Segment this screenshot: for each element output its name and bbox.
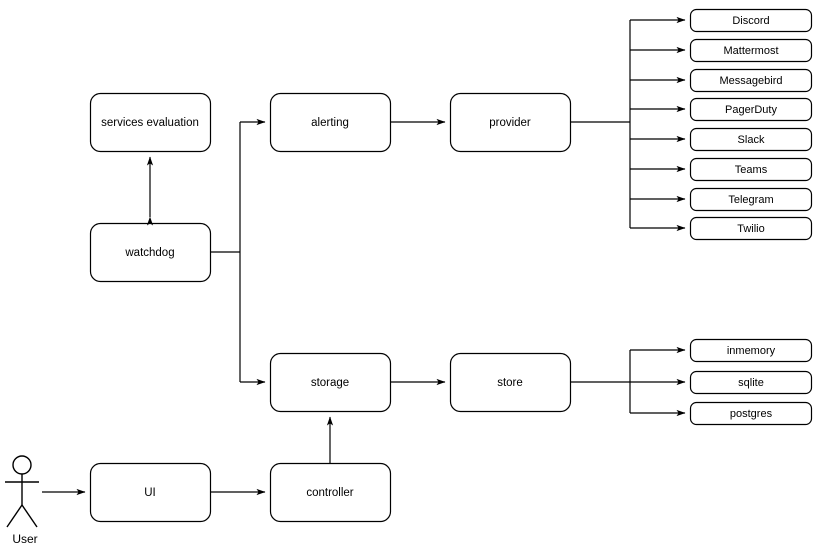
leaf-label: Mattermost — [723, 45, 778, 57]
actor-user[interactable]: User — [5, 455, 39, 546]
leaf-box[interactable] — [689, 68, 813, 93]
node-label: provider — [489, 117, 531, 129]
node-ui[interactable]: UI — [89, 462, 212, 523]
leaf-label: Slack — [738, 134, 765, 146]
node-store[interactable]: store — [449, 352, 572, 413]
actor-label: User — [12, 532, 37, 546]
leaf-box[interactable] — [689, 157, 813, 182]
leaf-postgres[interactable]: postgres — [689, 401, 813, 426]
leaf-teams[interactable]: Teams — [689, 157, 813, 182]
node-controller[interactable]: controller — [269, 462, 392, 523]
leaf-label: Twilio — [737, 223, 765, 235]
node-label: watchdog — [124, 247, 174, 259]
leaf-pagerduty[interactable]: PagerDuty — [689, 97, 813, 122]
leaf-box[interactable] — [689, 216, 813, 241]
node-provider[interactable]: provider — [449, 92, 572, 153]
leaf-label: sqlite — [738, 377, 764, 389]
leaf-inmemory[interactable]: inmemory — [689, 338, 813, 363]
leaf-box[interactable] — [689, 401, 813, 426]
node-label: controller — [306, 487, 353, 499]
leaf-label: PagerDuty — [725, 104, 777, 116]
leaf-slack[interactable]: Slack — [689, 127, 813, 152]
node-box[interactable] — [89, 92, 212, 153]
node-label: services evaluation — [101, 117, 199, 129]
leaf-messagebird[interactable]: Messagebird — [689, 68, 813, 93]
node-storage[interactable]: storage — [269, 352, 392, 413]
leaf-box[interactable] — [689, 8, 813, 33]
leaf-twilio[interactable]: Twilio — [689, 216, 813, 241]
leaf-box[interactable] — [689, 97, 813, 122]
leaf-box[interactable] — [689, 187, 813, 212]
leaf-label: Telegram — [728, 194, 773, 206]
node-label: alerting — [311, 117, 349, 129]
leaf-mattermost[interactable]: Mattermost — [689, 38, 813, 63]
node-watchdog[interactable]: watchdog — [89, 222, 212, 283]
leaf-sqlite[interactable]: sqlite — [689, 370, 813, 395]
leaf-label: Messagebird — [720, 75, 783, 87]
leaf-label: inmemory — [727, 345, 776, 357]
leaf-label: Teams — [735, 164, 768, 176]
node-alerting[interactable]: alerting — [269, 92, 392, 153]
node-label: store — [497, 377, 523, 389]
leaf-discord[interactable]: Discord — [689, 8, 813, 33]
node-label: UI — [144, 487, 156, 499]
leaf-box[interactable] — [689, 338, 813, 363]
actor-left-leg-icon — [6, 504, 23, 528]
leaf-box[interactable] — [689, 370, 813, 395]
leaf-box[interactable] — [689, 38, 813, 63]
leaf-telegram[interactable]: Telegram — [689, 187, 813, 212]
leaf-label: Discord — [732, 15, 769, 27]
leaf-box[interactable] — [689, 127, 813, 152]
actor-right-leg-icon — [21, 504, 38, 528]
leaf-label: postgres — [730, 408, 773, 420]
node-label: storage — [311, 377, 349, 389]
actor-head-icon — [12, 455, 32, 475]
node-services-evaluation[interactable]: services evaluation — [89, 92, 212, 153]
